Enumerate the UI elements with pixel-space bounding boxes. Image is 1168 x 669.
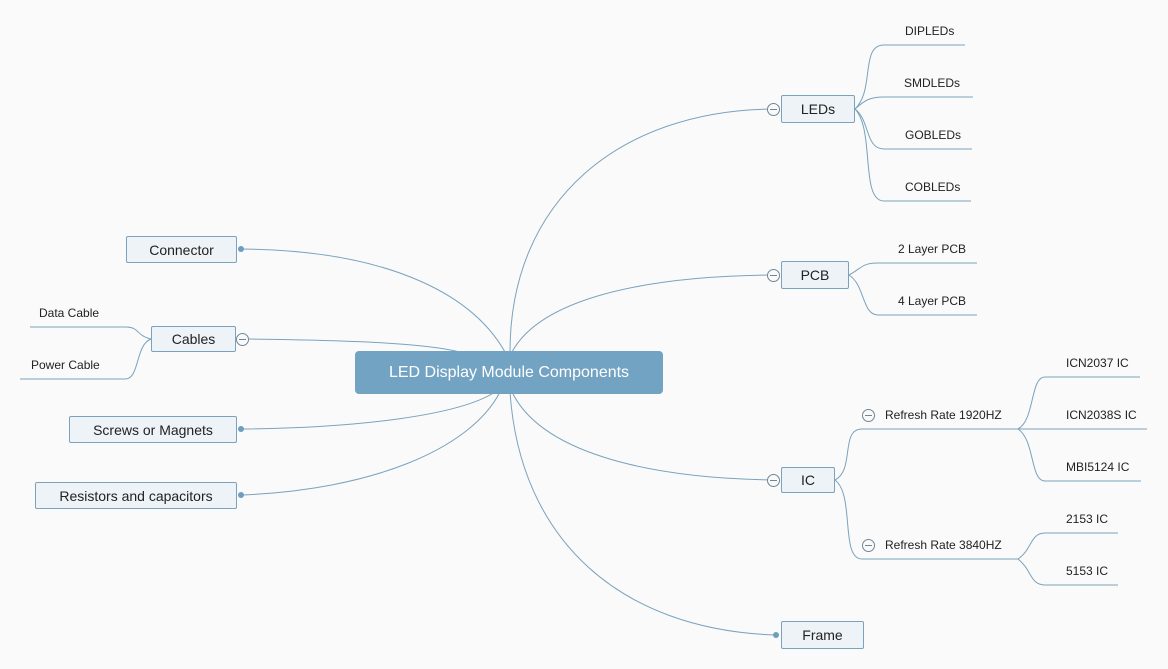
node-screws[interactable]: Screws or Magnets bbox=[69, 416, 237, 443]
edge-root-pcb bbox=[511, 274, 775, 353]
collapse-pcb-icon[interactable] bbox=[767, 269, 780, 282]
edge-ic-1920 bbox=[834, 428, 1018, 481]
edge-root-frame bbox=[509, 391, 777, 636]
node-connector-label: Connector bbox=[149, 241, 214, 258]
edge-root-leds bbox=[509, 108, 775, 353]
node-connector[interactable]: Connector bbox=[126, 236, 237, 263]
edge-pcb-4layer bbox=[848, 274, 977, 316]
node-cables-label: Cables bbox=[171, 331, 216, 347]
node-resistors-label: Resistors and capacitors bbox=[59, 487, 213, 504]
leaf-5153[interactable]: 5153 IC bbox=[1066, 564, 1109, 578]
node-frame-label: Frame bbox=[802, 627, 843, 643]
leaf-icn2038s[interactable]: ICN2038S IC bbox=[1066, 408, 1137, 422]
resistors-connector-dot bbox=[238, 492, 244, 498]
edge-leds-cob bbox=[854, 108, 971, 202]
edge-root-connector bbox=[240, 248, 506, 353]
edge-1920-icn2037 bbox=[1017, 376, 1140, 430]
frame-connector-dot bbox=[773, 632, 779, 638]
collapse-leds-icon[interactable] bbox=[767, 103, 780, 116]
collapse-ic-icon[interactable] bbox=[767, 474, 780, 487]
connector-connector-dot bbox=[238, 246, 244, 252]
edge-leds-gob bbox=[854, 108, 972, 150]
group-refresh-3840[interactable]: Refresh Rate 3840HZ bbox=[885, 538, 1002, 552]
node-pcb[interactable]: PCB bbox=[781, 261, 849, 289]
node-leds-label: LEDs bbox=[800, 101, 836, 117]
edge-3840-2153 bbox=[1017, 532, 1118, 560]
collapse-cables-icon[interactable] bbox=[236, 333, 249, 346]
node-ic[interactable]: IC bbox=[781, 467, 835, 493]
leaf-dipleds[interactable]: DIPLEDs bbox=[905, 24, 955, 38]
node-pcb-label: PCB bbox=[800, 267, 830, 283]
edge-root-resistors bbox=[240, 391, 501, 496]
group-refresh-1920[interactable]: Refresh Rate 1920HZ bbox=[885, 408, 1002, 422]
edge-ic-3840 bbox=[834, 479, 1018, 560]
screws-connector-dot bbox=[238, 426, 244, 432]
leaf-icn2037[interactable]: ICN2037 IC bbox=[1066, 356, 1129, 370]
node-cables[interactable]: Cables bbox=[151, 326, 236, 352]
node-leds[interactable]: LEDs bbox=[781, 95, 855, 123]
edge-cables-power bbox=[20, 338, 152, 380]
leaf-smdleds[interactable]: SMDLEDs bbox=[904, 76, 961, 90]
node-ic-label: IC bbox=[801, 472, 815, 488]
edge-leds-smd bbox=[854, 96, 973, 110]
leaf-data-cable[interactable]: Data Cable bbox=[39, 306, 100, 320]
edge-pcb-2layer bbox=[848, 262, 977, 276]
node-resistors[interactable]: Resistors and capacitors bbox=[35, 482, 237, 509]
leaf-mbi5124[interactable]: MBI5124 IC bbox=[1066, 460, 1130, 474]
edge-1920-mbi5124 bbox=[1017, 428, 1141, 482]
leaf-4layer-pcb[interactable]: 4 Layer PCB bbox=[898, 294, 967, 308]
edge-cables-data bbox=[30, 326, 152, 340]
collapse-3840-icon[interactable] bbox=[862, 539, 875, 552]
root-label: LED Display Module Components bbox=[388, 363, 630, 381]
node-screws-label: Screws or Magnets bbox=[93, 421, 213, 438]
node-frame[interactable]: Frame bbox=[781, 621, 864, 649]
edge-root-ic bbox=[511, 391, 775, 481]
leaf-power-cable[interactable]: Power Cable bbox=[31, 358, 100, 372]
leaf-2layer-pcb[interactable]: 2 Layer PCB bbox=[898, 242, 967, 256]
leaf-gobleds[interactable]: GOBLEDs bbox=[905, 128, 962, 142]
leaf-cobleds[interactable]: COBLEDs bbox=[905, 180, 961, 194]
leaf-2153[interactable]: 2153 IC bbox=[1066, 512, 1109, 526]
edge-root-cables bbox=[248, 338, 461, 353]
root-node[interactable]: LED Display Module Components bbox=[355, 351, 663, 394]
edge-root-screws bbox=[240, 391, 496, 430]
edge-leds-dip bbox=[854, 44, 965, 110]
edge-3840-5153 bbox=[1017, 558, 1118, 586]
collapse-1920-icon[interactable] bbox=[862, 409, 875, 422]
